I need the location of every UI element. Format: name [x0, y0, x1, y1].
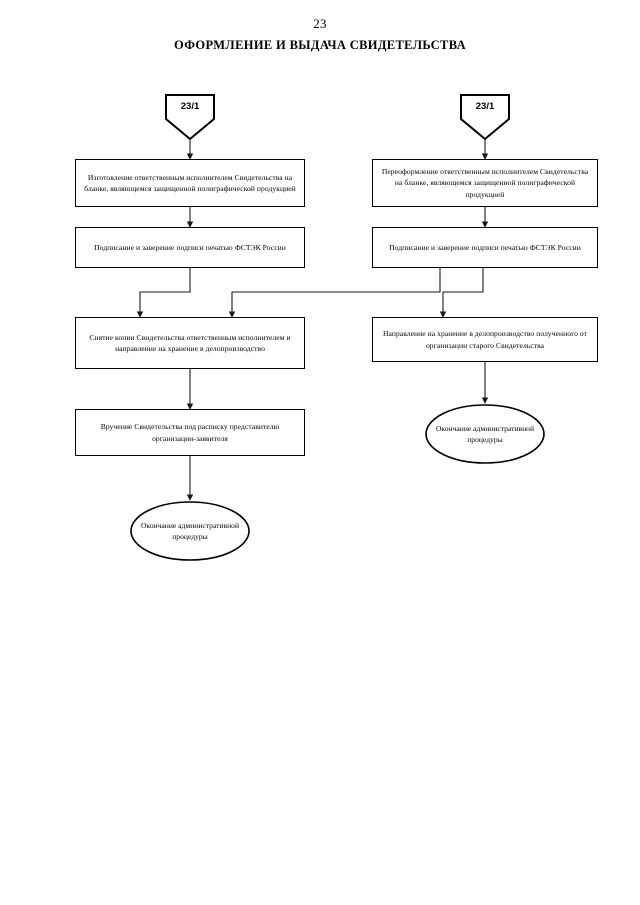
pentagon-shape-icon — [165, 94, 215, 141]
terminator-right-label: Окончание административной процедуры — [435, 423, 535, 444]
process-box-left-2-label: Подписание и заверение подписи печатью Ф… — [94, 242, 286, 252]
process-box-left-3[interactable]: Снятие копии Свидетельства ответственным… — [75, 317, 305, 369]
terminator-left[interactable]: Окончание административной процедуры — [129, 500, 251, 562]
off-page-connector-right[interactable]: 23/1 — [459, 93, 511, 141]
ellipse-shape-icon — [130, 501, 250, 561]
terminator-left-label: Окончание административной процедуры — [140, 520, 240, 541]
process-box-right-2[interactable]: Подписание и заверение подписи печатью Ф… — [372, 227, 598, 268]
off-page-connector-left-label: 23/1 — [180, 101, 200, 112]
process-box-left-2[interactable]: Подписание и заверение подписи печатью Ф… — [75, 227, 305, 268]
page-title: ОФОРМЛЕНИЕ И ВЫДАЧА СВИДЕТЕЛЬСТВА — [173, 38, 467, 52]
process-box-right-1-label: Переоформление ответственным исполнителе… — [381, 166, 589, 199]
page-number: 23 — [313, 16, 327, 31]
process-box-right-1[interactable]: Переоформление ответственным исполнителе… — [372, 159, 598, 207]
pentagon-shape-icon — [460, 94, 510, 141]
process-box-left-4[interactable]: Вручение Свидетельства под расписку пред… — [75, 409, 305, 456]
terminator-right[interactable]: Окончание административной процедуры — [424, 403, 546, 465]
process-box-left-1-label: Изготовление ответственным исполнителем … — [84, 172, 296, 193]
process-box-right-3-label: Направление на хранение в делопроизводст… — [382, 329, 588, 350]
process-box-right-2-label: Подписание и заверение подписи печатью Ф… — [389, 242, 581, 252]
off-page-connector-left[interactable]: 23/1 — [164, 93, 216, 141]
process-box-left-3-label: Снятие копии Свидетельства ответственным… — [89, 332, 291, 353]
ellipse-shape-icon — [425, 404, 545, 464]
off-page-connector-right-label: 23/1 — [475, 101, 495, 112]
process-box-left-4-label: Вручение Свидетельства под расписку пред… — [100, 422, 280, 443]
process-box-left-1[interactable]: Изготовление ответственным исполнителем … — [75, 159, 305, 207]
process-box-right-3[interactable]: Направление на хранение в делопроизводст… — [372, 317, 598, 362]
